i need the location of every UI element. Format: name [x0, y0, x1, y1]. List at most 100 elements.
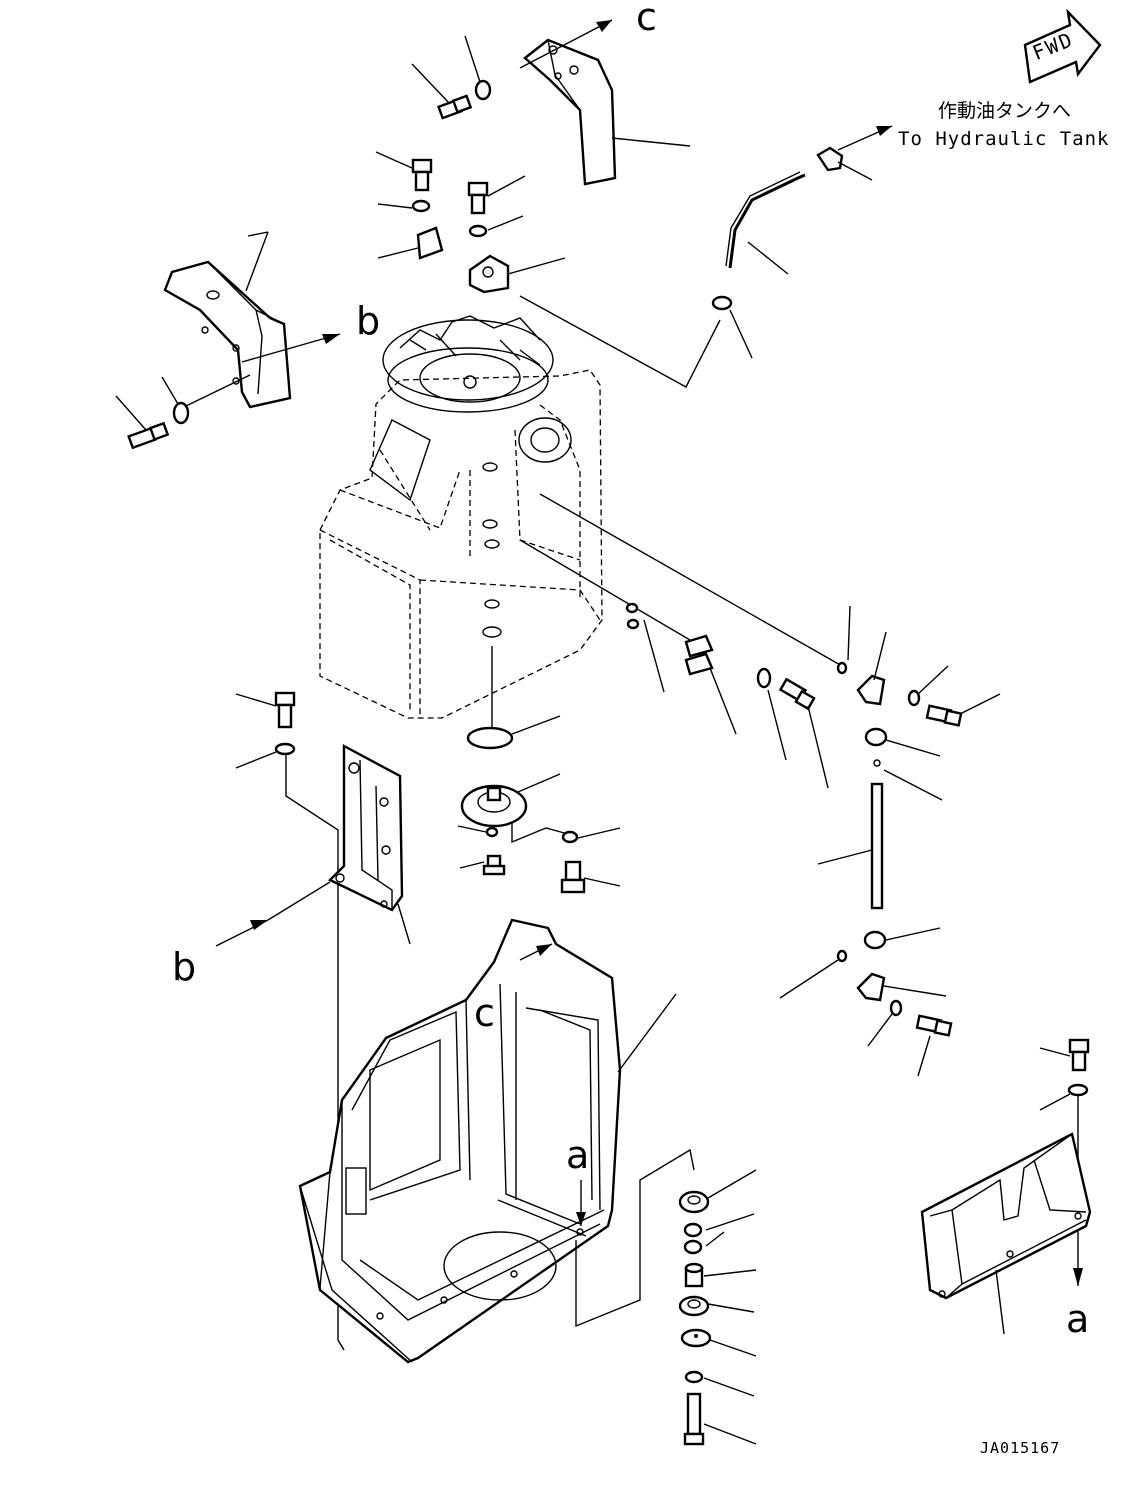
leader-joint-bolt-upper: [959, 693, 1001, 715]
leader-bottom-right-bracket: [995, 1269, 1005, 1335]
mount-guide-line: [575, 1148, 695, 1328]
arrow-b-left-head: [250, 920, 268, 930]
leader-left-bolt: [115, 395, 147, 431]
hose-clamp-lower: [863, 930, 887, 950]
hydraulic-pipe-edge: [725, 171, 801, 267]
leader-small-seal-lower: [779, 959, 839, 999]
bracket-washer: [274, 742, 296, 756]
leader-drain-cover: [517, 773, 561, 793]
leader-drain-gasket: [511, 715, 561, 735]
leader-spacer-rings: [705, 1213, 755, 1247]
callout-b-right: b: [356, 299, 381, 343]
hose-joint-lower: [856, 972, 886, 1002]
leader-small-seal: [847, 605, 851, 661]
bolt-right: [467, 181, 489, 215]
arrow-b-left-extension: [267, 881, 331, 921]
leader-drain-plug: [459, 861, 485, 869]
drain-washer: [561, 830, 579, 844]
leader-pipe-elbow: [837, 161, 873, 181]
drawing-number: JA015167: [980, 1439, 1061, 1457]
guide-line-mid: [519, 539, 691, 641]
callout-c-lower: c: [474, 991, 495, 1035]
o-ring-upper: [625, 602, 639, 614]
drain-o-ring: [485, 826, 499, 838]
fitting-washer: [756, 667, 772, 689]
left-bolt: [127, 421, 170, 450]
washer-left: [411, 199, 431, 213]
o-ring-lower: [626, 618, 640, 630]
leader-bottom-right-bolt: [1039, 1047, 1071, 1057]
leader-top-bracket: [611, 137, 691, 147]
hose-pin-upper: [873, 759, 881, 767]
clamp-plate: [416, 226, 444, 260]
leader-cap-block: [507, 257, 566, 275]
leader-drain-bolt: [583, 877, 621, 887]
vertical-bracket: [327, 743, 404, 912]
arrow-c-top: [519, 19, 613, 69]
fitting-plates: [684, 634, 714, 676]
bottom-right-bolt: [1068, 1038, 1090, 1072]
collar: [684, 1262, 704, 1288]
leader-bottom-right-washer: [1039, 1093, 1071, 1111]
leader-hose-clamp-lower: [885, 927, 941, 941]
spacer-ring-lower: [683, 1239, 703, 1255]
leader-rubber-mount: [707, 1169, 757, 1199]
small-seal-lower: [836, 949, 848, 963]
mount-washer: [678, 1295, 710, 1317]
leader-joint-washer-lower: [867, 1013, 893, 1047]
leader-pipe: [747, 241, 789, 275]
arrow-c-top-head: [596, 20, 612, 32]
note-tank-en: To Hydraulic Tank: [898, 128, 1110, 150]
leader-top-bolt: [411, 63, 451, 105]
top-bolt: [437, 94, 473, 120]
long-bolt: [683, 1392, 705, 1446]
leader-bolt-left: [375, 151, 413, 169]
leader-left-bracket-stub: [247, 231, 269, 237]
leader-top-washer: [464, 35, 481, 83]
top-bracket: [523, 38, 617, 186]
arrow-b-right-head: [322, 334, 340, 344]
fwd-arrow-icon: [1023, 8, 1102, 84]
leader-fitting-bolt: [807, 705, 829, 789]
arrow-a-center-head: [576, 1212, 586, 1226]
hose-clamp-upper: [864, 727, 888, 747]
top-washer: [474, 79, 492, 101]
leader-long-bolt: [703, 1423, 757, 1445]
leader-washer-left: [377, 203, 413, 209]
cap-block-hole: [482, 266, 494, 278]
left-bracket: [163, 260, 292, 409]
arrow-c-lower-head: [536, 944, 552, 956]
cap-block: [468, 254, 510, 294]
arrow-b-right: [241, 333, 341, 363]
drain-hose: [870, 782, 884, 910]
pipe-elbow: [816, 146, 844, 172]
leader-lock-washer: [703, 1377, 755, 1397]
pipe-guide-line: [519, 295, 721, 388]
joint-washer-lower: [889, 999, 903, 1017]
callout-a-right: a: [1066, 1297, 1090, 1341]
rubber-mount: [678, 1190, 710, 1214]
spacer-ring-upper: [683, 1222, 703, 1238]
joint-bolt-upper: [925, 704, 963, 727]
leader-hose-pin-upper: [883, 769, 943, 801]
leader-hose-joint-lower: [883, 985, 947, 997]
callout-a-center: a: [566, 1133, 590, 1177]
bracket-bolt-line: [185, 374, 251, 407]
leader-mount-washer: [707, 1303, 755, 1313]
callout-b-left: b: [172, 945, 197, 989]
flat-washer: [680, 1328, 712, 1348]
pipe-clamp: [711, 295, 733, 311]
drain-bolt: [560, 860, 586, 894]
leader-o-rings: [643, 619, 665, 693]
joint-bolt-lower: [915, 1014, 953, 1037]
bottom-right-washer: [1067, 1083, 1089, 1097]
leader-hose-joint-upper: [873, 631, 887, 681]
small-seal: [836, 661, 848, 675]
hydraulic-pipe: [728, 173, 806, 269]
callout-c-top: c: [636, 0, 657, 39]
arrow-to-hydraulic-tank-head: [876, 126, 892, 136]
left-washer: [172, 401, 190, 425]
bolt-left: [411, 158, 433, 192]
drain-bolt-guide: [511, 822, 569, 844]
